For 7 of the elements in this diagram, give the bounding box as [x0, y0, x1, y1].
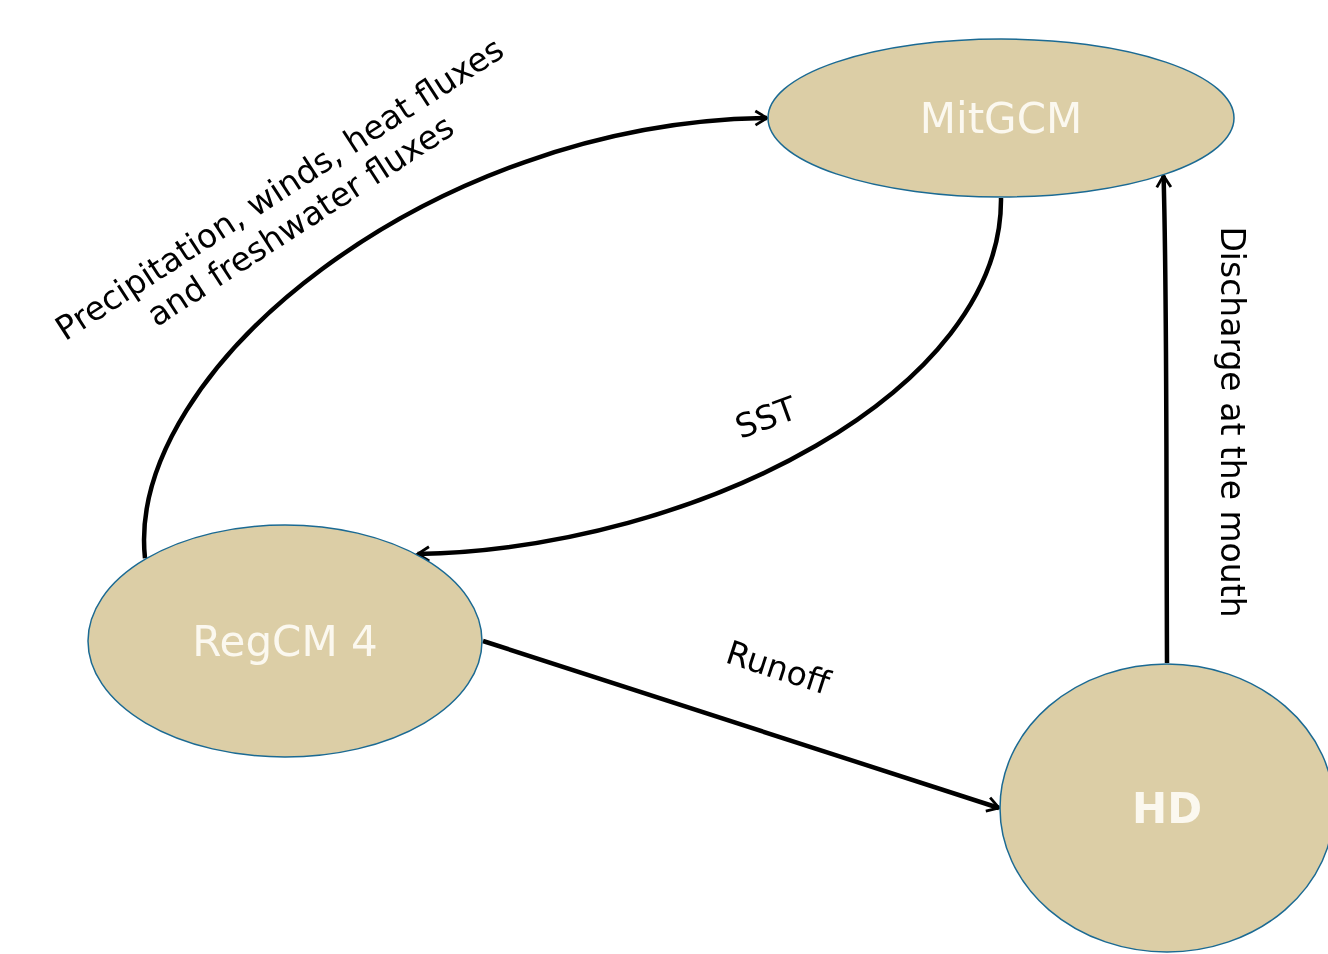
arrow [1156, 174, 1172, 663]
arrow [482, 638, 1000, 812]
arrow [142, 111, 768, 559]
arrow [416, 197, 1004, 561]
node-label: RegCM 4 [192, 616, 378, 666]
node-label: MitGCM [919, 93, 1083, 143]
node-label: HD [1132, 783, 1202, 833]
